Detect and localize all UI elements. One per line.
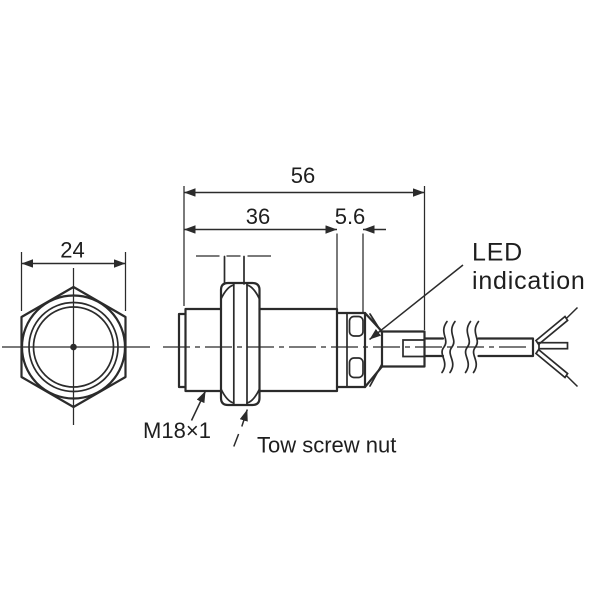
led-window-bottom <box>348 357 364 379</box>
wire-tip-lines <box>565 306 579 388</box>
dim-36-value: 36 <box>246 204 270 229</box>
sensing-face <box>177 312 187 389</box>
dim-5-6: 5.6 <box>335 204 386 312</box>
cable-gland <box>380 330 426 368</box>
cone-taper <box>363 311 384 389</box>
dim-36: 36 <box>184 204 338 308</box>
front-view: 24 <box>2 238 150 425</box>
led-label-line1: LED <box>472 239 523 267</box>
dim-56-value: 56 <box>291 163 315 188</box>
middle-circle <box>28 301 119 393</box>
hex-outline <box>20 285 127 409</box>
hex-nut-facet-lines <box>232 282 248 406</box>
barrel <box>184 307 339 393</box>
wire-middle <box>538 341 569 350</box>
thread-label: M18×1 <box>143 418 211 443</box>
nut-label: Tow screw nut <box>257 433 396 458</box>
nut-leader-line-tail <box>233 433 240 447</box>
hex-nut <box>219 281 261 407</box>
outer-circle <box>20 294 127 400</box>
dim-24: 24 <box>20 238 127 311</box>
cable-segment-2 <box>477 337 535 358</box>
wire-bottom <box>534 348 569 379</box>
hex-nut-outline <box>219 281 261 407</box>
led-ring <box>335 311 367 389</box>
nut-leader-line <box>239 409 249 427</box>
cable-gland-inner-step <box>402 339 426 358</box>
cable-break-curves <box>441 320 480 374</box>
cable-segment-1 <box>423 337 445 358</box>
dim-24-value: 24 <box>60 238 84 263</box>
led-leader-line <box>369 264 464 341</box>
cable-gland-body <box>380 330 426 368</box>
dim-56-extension-lines <box>183 186 426 330</box>
led-ring-outline <box>335 311 367 389</box>
led-window-top <box>348 315 364 337</box>
dim-56: 56 <box>183 163 426 330</box>
phantom-verticals <box>223 255 245 285</box>
dim-5-6-value: 5.6 <box>335 204 366 229</box>
wire-fan <box>534 306 579 388</box>
thread-callout: M18×1 <box>143 390 211 443</box>
hex-nut-chamfer-arcs <box>220 284 261 404</box>
inner-circle <box>32 306 115 388</box>
nut-callout: Tow screw nut <box>233 409 396 458</box>
center-dot <box>70 343 77 351</box>
cone-taper-inner-edges <box>369 313 383 387</box>
cable <box>423 320 535 374</box>
thread-leader-line <box>190 390 207 421</box>
side-view: 56 36 5.6 LED indication M18×1 Tow screw… <box>143 163 586 458</box>
wire-top <box>534 315 569 346</box>
led-indication-callout: LED indication <box>369 239 586 341</box>
led-label-line2: indication <box>472 267 586 295</box>
